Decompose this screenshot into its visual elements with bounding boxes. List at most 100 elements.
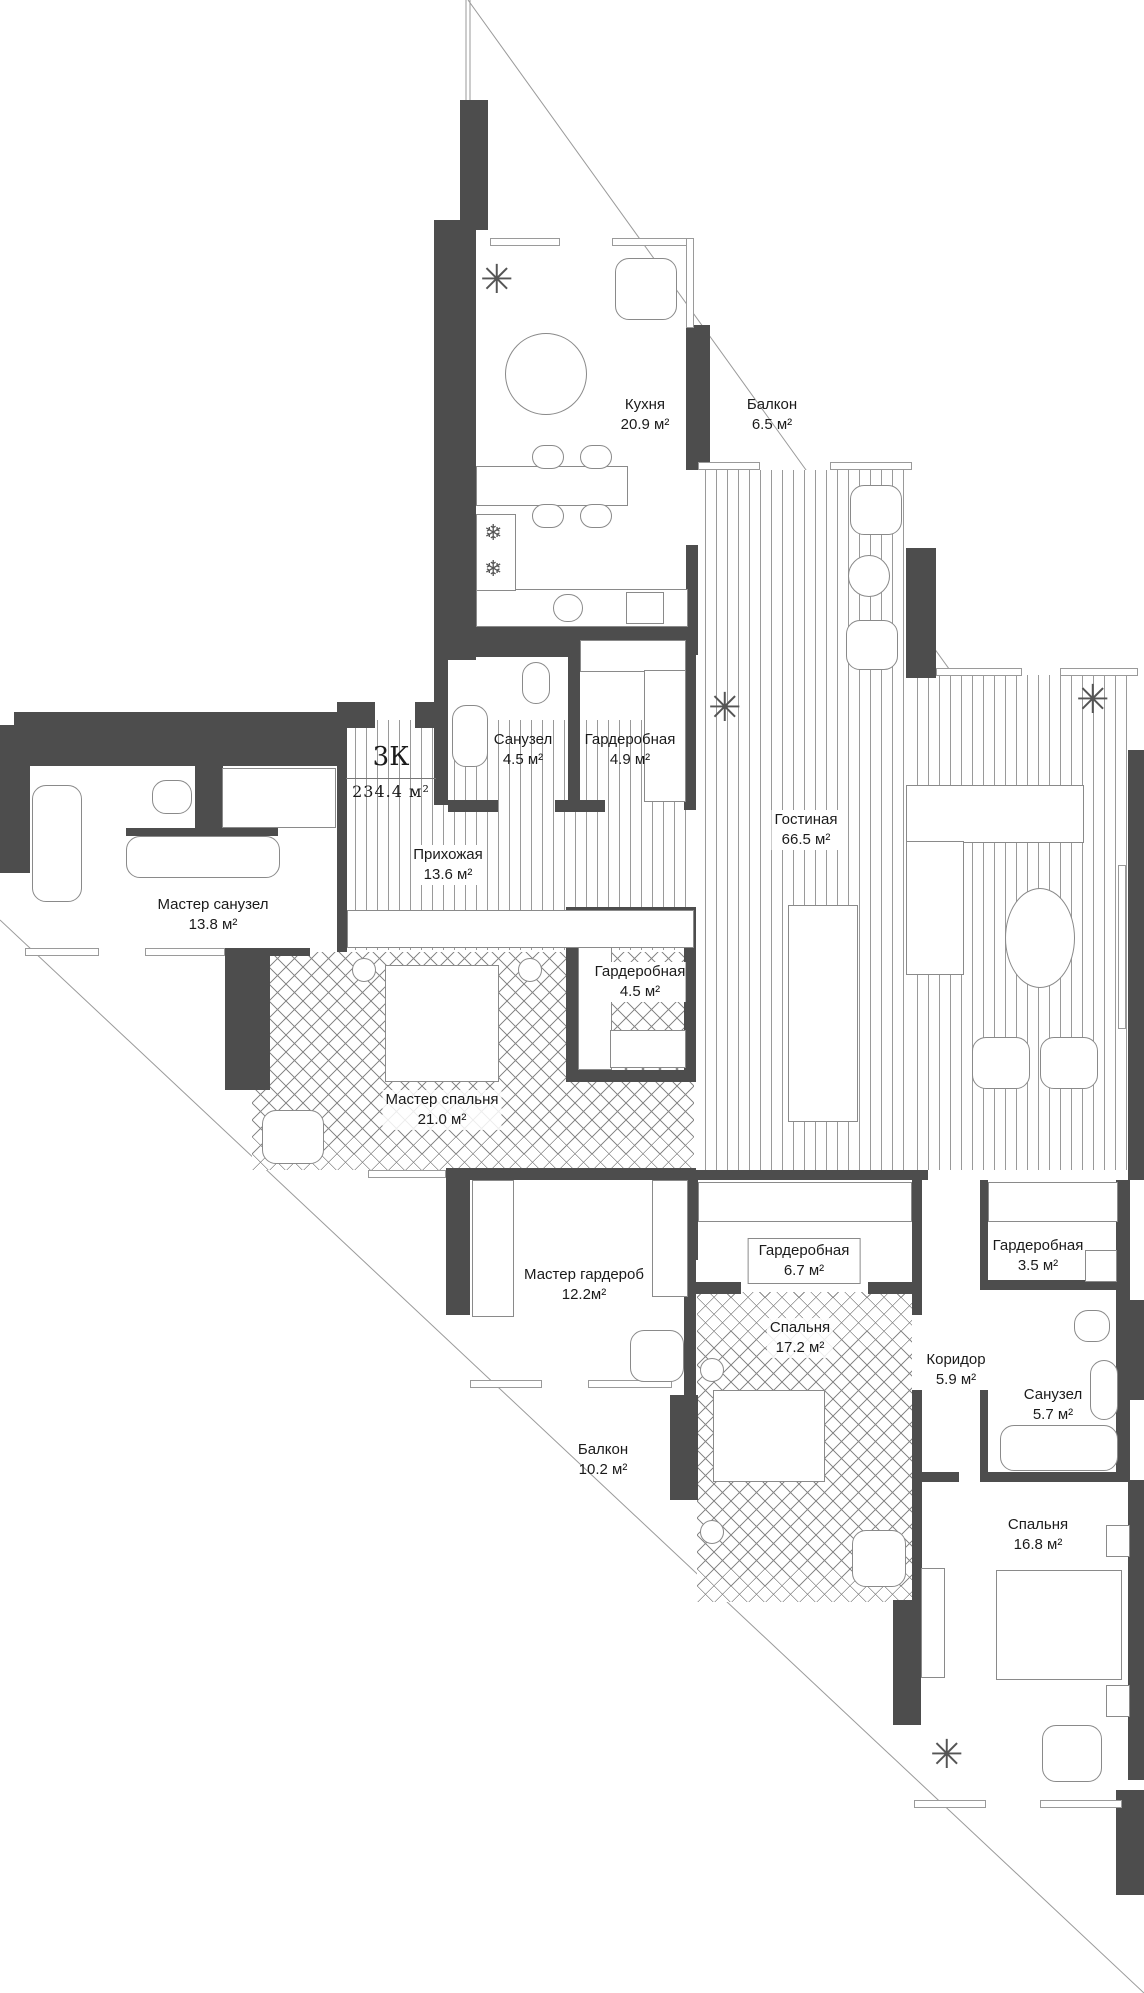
sink — [553, 594, 583, 622]
armchair — [850, 485, 902, 535]
wall — [434, 220, 476, 660]
coffee-table — [1005, 888, 1075, 988]
hallway-shelf — [347, 910, 694, 948]
window — [830, 462, 912, 470]
nightstand — [700, 1520, 724, 1544]
wall — [980, 1180, 988, 1280]
room-label-wardrobe-3: Гардеробная 6.7 м² — [747, 1238, 861, 1284]
nightstand — [352, 958, 376, 982]
wall — [868, 1282, 916, 1294]
window — [936, 668, 1022, 676]
window — [588, 1380, 672, 1388]
window — [145, 948, 225, 956]
wardrobe-shelf — [698, 1182, 912, 1222]
sink — [1090, 1360, 1118, 1420]
window — [368, 1170, 446, 1178]
toilet — [1074, 1310, 1110, 1342]
wall — [980, 1280, 1120, 1290]
wall — [696, 1170, 928, 1180]
wardrobe-shelf — [610, 1030, 686, 1068]
wall — [126, 828, 278, 836]
room-label-corridor: Коридор 5.9 м² — [926, 1351, 986, 1388]
wall — [446, 1170, 470, 1315]
bed — [385, 965, 499, 1082]
sink — [452, 705, 488, 767]
room-label-bathroom-1: Санузел 4.5 м² — [493, 731, 553, 768]
wall — [337, 702, 347, 952]
wall — [684, 907, 696, 1077]
armchair — [852, 1530, 906, 1587]
dining-table — [505, 333, 587, 415]
apartment-summary: 3К 234.4 м² — [346, 740, 436, 805]
room-label-bathroom-2: Санузел 5.7 м² — [1023, 1386, 1083, 1423]
sofa — [906, 785, 1084, 843]
snowflake-icon: ❄ — [484, 556, 503, 581]
window — [470, 1380, 542, 1388]
wall — [893, 1600, 921, 1725]
wardrobe-shelf — [652, 1180, 688, 1297]
bed — [713, 1390, 825, 1482]
plant-icon: ✳ — [480, 258, 514, 302]
wall — [912, 1390, 922, 1600]
room-label-kitchen: Кухня 20.9 м² — [620, 396, 670, 433]
room-label-master-wardrobe: Мастер гардероб 12.2м² — [524, 1266, 644, 1303]
window — [1118, 865, 1126, 1029]
window — [490, 238, 560, 246]
room-label-master-bathroom: Мастер санузел 13.8 м² — [157, 896, 269, 933]
wall — [670, 1395, 698, 1500]
sofa — [906, 841, 964, 975]
nightstand — [518, 958, 542, 982]
armchair — [630, 1330, 684, 1382]
bar-stool — [532, 445, 564, 469]
room-label-hallway: Прихожая 13.6 м² — [411, 845, 485, 885]
wall — [434, 655, 448, 805]
wall — [568, 655, 580, 810]
room-label-wardrobe-1: Гардеробная 4.9 м² — [584, 731, 676, 768]
wall — [686, 325, 710, 470]
wall — [906, 548, 936, 678]
wall — [684, 655, 696, 810]
snowflake-icon: ❄ — [484, 520, 503, 545]
window — [612, 238, 688, 246]
kitchen-island — [476, 466, 628, 506]
window — [1060, 668, 1138, 676]
nightstand — [1106, 1685, 1130, 1717]
plant-icon: ✳ — [930, 1733, 964, 1777]
toilet — [522, 662, 550, 704]
washing-machine — [1085, 1250, 1117, 1282]
armchair — [1042, 1725, 1102, 1782]
wall — [1122, 1300, 1144, 1400]
wall — [225, 948, 270, 1090]
room-label-bedroom-1: Спальня 17.2 м² — [766, 1318, 834, 1358]
wall — [14, 712, 346, 766]
window — [914, 1800, 986, 1808]
bar-stool — [580, 445, 612, 469]
nightstand — [700, 1358, 724, 1382]
window — [698, 462, 760, 470]
wall — [566, 1070, 696, 1082]
armchair — [262, 1110, 324, 1164]
shower — [222, 768, 336, 828]
wall — [195, 766, 223, 828]
wall — [1128, 1480, 1144, 1780]
cooktop — [626, 592, 664, 624]
wardrobe-shelf — [988, 1182, 1118, 1222]
wall — [686, 545, 698, 655]
wardrobe-shelf — [580, 640, 686, 672]
wall — [415, 702, 445, 728]
room-label-bedroom-2: Спальня 16.8 м² — [1007, 1516, 1069, 1553]
wall — [580, 800, 605, 812]
bed — [996, 1570, 1122, 1680]
plant-icon: ✳ — [1076, 678, 1110, 722]
room-label-master-bedroom: Мастер спальня 21.0 м² — [382, 1090, 502, 1130]
toilet — [152, 780, 192, 814]
wall — [270, 948, 310, 956]
wall — [446, 1168, 696, 1180]
wall — [0, 725, 30, 873]
room-label-wardrobe-4: Гардеробная 3.5 м² — [992, 1236, 1084, 1276]
nightstand — [1106, 1525, 1130, 1557]
wall — [985, 1472, 1130, 1482]
wall — [566, 907, 578, 1077]
wall — [448, 800, 498, 812]
